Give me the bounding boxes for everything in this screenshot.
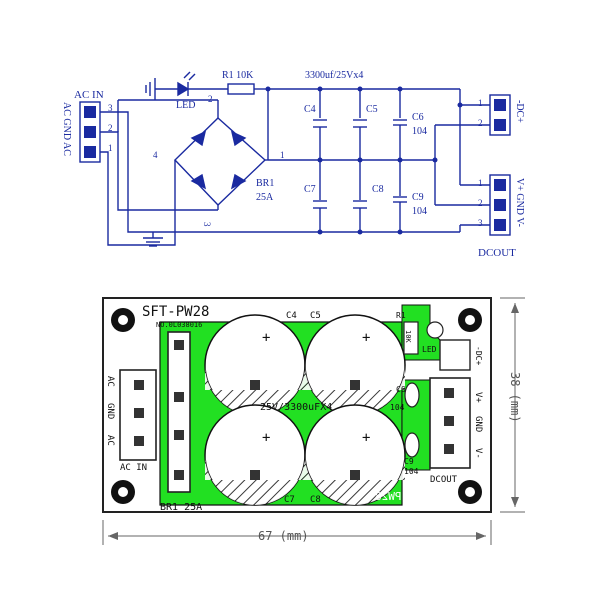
mounting-holes <box>111 308 482 504</box>
c4-label: C4 <box>304 104 316 115</box>
pcb-c4-label: C4 <box>286 311 297 321</box>
dimensions: 67 (mm) 38 (mm) <box>102 297 525 545</box>
ac-pin-3: 3 <box>108 103 113 113</box>
pcb-c6-label: C6 <box>396 385 406 394</box>
pcb-led <box>426 321 444 339</box>
c7-label: C7 <box>304 184 316 195</box>
pcb-c9-value: 104 <box>404 467 419 476</box>
c9-value: 104 <box>412 206 427 217</box>
c6-value: 104 <box>412 126 427 137</box>
pcb-resistor <box>403 321 419 355</box>
bridge-node-3: 3 <box>202 222 212 227</box>
c8-label: C8 <box>372 184 384 195</box>
pcb-c6 <box>404 382 420 408</box>
pcb-title: SFT-PW28 <box>142 304 209 320</box>
dcout-title: DCOUT <box>478 247 516 259</box>
pcb-label-gnd: GND <box>105 403 115 419</box>
pcb-c6-value: 104 <box>390 403 405 412</box>
capacitor-bank-label: 3300uf/25Vx4 <box>305 70 363 81</box>
pcb-label-ac-in: AC IN <box>120 463 147 473</box>
pcb-dc-connector <box>439 339 471 371</box>
resistor-label: R1 10K <box>222 70 254 81</box>
pcb-c9 <box>404 432 420 458</box>
pcb-plus-c8: + <box>362 430 370 446</box>
led-symbol <box>177 81 190 97</box>
dcout-side-label: V+ GND V- <box>514 178 525 227</box>
pcb-dcout-gnd: GND <box>473 416 483 432</box>
led-label: LED <box>176 100 195 111</box>
bridge-label: BR1 <box>256 178 274 189</box>
pcb-bridge-label: BR1 25A <box>160 502 202 513</box>
pcb-mirror-title: SFT-PW28 <box>375 490 428 503</box>
bridge-node-4: 4 <box>153 150 158 160</box>
pcb-plus-c5: + <box>362 330 370 346</box>
dc-pin-1: 1 <box>478 98 483 108</box>
pcb-c5-label: C5 <box>310 311 321 321</box>
pcb-led-label: LED <box>422 345 437 354</box>
c9-label: C9 <box>412 192 424 203</box>
pcb-code: NO.0L038016 <box>156 321 202 329</box>
dimension-width: 67 (mm) <box>258 529 309 543</box>
dc-connector <box>489 94 511 136</box>
c5-label: C5 <box>366 104 378 115</box>
dcout-connector <box>489 174 511 236</box>
ac-in-title: AC IN <box>74 89 104 101</box>
schematic-diagram: AC IN AC GND AC 3 2 1 LED 2 R1 10K 3300u… <box>61 70 525 259</box>
c6-label: C6 <box>412 112 424 123</box>
pcb-dc-label: -DC+ <box>474 346 483 365</box>
dimension-height: 38 (mm) <box>508 372 522 423</box>
led-pin: 2 <box>208 94 213 104</box>
ac-pin-2: 2 <box>108 123 113 133</box>
pcb-dcout-vminus: V- <box>473 448 483 459</box>
pcb-bridge <box>167 331 191 493</box>
ac-pin-1: 1 <box>108 143 113 153</box>
dcout-pin-1: 1 <box>478 178 483 188</box>
pcb-c9-label: C9 <box>404 457 414 466</box>
pcb-dcout-title: DCOUT <box>430 475 458 485</box>
pcb-label-ac-top: AC <box>105 376 115 387</box>
bridge-rating: 25A <box>256 192 274 203</box>
dc-pin-2: 2 <box>478 118 483 128</box>
pcb-plus-c7: + <box>262 430 270 446</box>
pcb-plus-c4: + <box>262 330 270 346</box>
pcb-capacitors <box>204 314 406 506</box>
pcb-cap-rating: 25V/3300uFX4 <box>260 402 332 413</box>
pcb-dcout-vplus: V+ <box>473 392 483 403</box>
bridge-node-1: 1 <box>280 150 285 160</box>
dc-side-label: -DC+ <box>514 100 525 123</box>
pcb-label-ac-bottom: AC <box>105 435 115 446</box>
pcb-c8-label: C8 <box>310 495 321 505</box>
dcout-pin-3: 3 <box>478 218 483 228</box>
dcout-pin-2: 2 <box>478 198 483 208</box>
pcb-c7-label: C7 <box>284 495 295 505</box>
pcb-r1-value: 10K <box>404 330 412 343</box>
ac-in-side-label: AC GND AC <box>61 102 72 156</box>
pcb-r1-label: R1 <box>396 311 406 320</box>
